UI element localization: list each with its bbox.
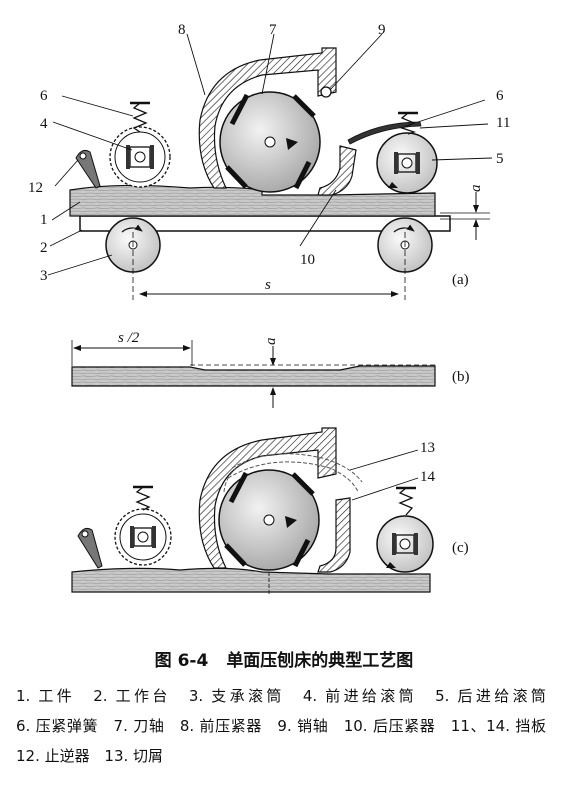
panel-a: s a 8 7 9 6 4 12 1 2 3 bbox=[28, 22, 510, 300]
rear-pressure-bar bbox=[317, 145, 357, 196]
panel-c: 13 14 (c) bbox=[71, 427, 469, 596]
dimension-half-s: s /2 bbox=[118, 330, 140, 346]
figure-title: 单面压刨床的典型工艺图 bbox=[226, 651, 414, 671]
legend-item: 12. 止逆器 bbox=[16, 747, 90, 765]
anti-kickback-device bbox=[75, 150, 101, 189]
callout-6-left: 6 bbox=[40, 88, 48, 104]
legend-item: 7. 刀轴 bbox=[113, 717, 165, 735]
front-pressure-bar-c bbox=[198, 427, 337, 569]
legend-item: 10. 后压紧器 bbox=[343, 717, 436, 735]
panel-b: s /2 a (b) bbox=[71, 330, 470, 408]
rear-feed-roller-c bbox=[376, 515, 434, 573]
front-pressure-bar bbox=[198, 47, 337, 189]
pressure-spring-left-c bbox=[133, 485, 153, 511]
panel-label-c: (c) bbox=[452, 540, 469, 556]
callout-7: 7 bbox=[269, 22, 277, 38]
legend-item: 5. 后进给滚筒 bbox=[435, 687, 546, 705]
figure-number: 图 6-4 bbox=[154, 651, 209, 671]
dimension-s: s bbox=[265, 277, 271, 293]
anti-kickback-device-c bbox=[77, 528, 103, 569]
pressure-spring-right bbox=[398, 111, 418, 135]
pressure-spring-left bbox=[130, 101, 150, 133]
chips bbox=[223, 453, 363, 493]
legend-item: 2. 工作台 bbox=[93, 687, 171, 705]
front-feed-roller-c bbox=[114, 508, 172, 566]
callout-2: 2 bbox=[40, 240, 48, 256]
dimension-a-b: a bbox=[263, 338, 279, 346]
callout-6-right: 6 bbox=[496, 88, 504, 104]
dimension-a: a bbox=[468, 185, 484, 193]
callout-9: 9 bbox=[378, 22, 386, 38]
rear-feed-roller bbox=[376, 132, 438, 194]
callout-11: 11 bbox=[496, 115, 510, 131]
workpiece-profile bbox=[71, 365, 436, 387]
callout-3: 3 bbox=[40, 268, 48, 284]
callout-5: 5 bbox=[496, 151, 504, 167]
callout-1: 1 bbox=[40, 212, 48, 228]
panel-label-b: (b) bbox=[452, 369, 470, 385]
cutterhead-c bbox=[218, 469, 320, 571]
legend-item: 3. 支承滚筒 bbox=[188, 687, 285, 705]
cutterhead bbox=[219, 91, 321, 193]
callout-4: 4 bbox=[40, 116, 48, 132]
figure-caption: 图 6-4 单面压刨床的典型工艺图 bbox=[0, 646, 568, 671]
legend-item: 13. 切屑 bbox=[104, 747, 164, 765]
callout-10: 10 bbox=[300, 252, 315, 268]
baffle-plate bbox=[347, 121, 422, 145]
callout-8: 8 bbox=[178, 22, 186, 38]
figure-legend: 1. 工件 2. 工作台 3. 支承滚筒 4. 前进给滚筒 5. 后进给滚筒 6… bbox=[16, 681, 556, 771]
panel-label-a: (a) bbox=[452, 272, 469, 288]
pressure-spring-right-c bbox=[396, 486, 416, 516]
legend-item: 1. 工件 bbox=[16, 687, 76, 705]
legend-item: 8. 前压紧器 bbox=[179, 717, 263, 735]
workpiece-c bbox=[71, 567, 431, 593]
pin-shaft bbox=[320, 86, 332, 98]
legend-item: 11、14. 挡板 bbox=[450, 717, 546, 735]
process-diagram: s a 8 7 9 6 4 12 1 2 3 bbox=[28, 22, 510, 596]
legend-item: 9. 销轴 bbox=[277, 717, 329, 735]
callout-14: 14 bbox=[420, 469, 436, 485]
baffle-plate-c bbox=[317, 497, 351, 573]
front-feed-roller bbox=[109, 126, 171, 188]
legend-item: 4. 前进给滚筒 bbox=[302, 687, 417, 705]
legend-item: 6. 压紧弹簧 bbox=[16, 717, 99, 735]
callout-12: 12 bbox=[28, 180, 43, 196]
callout-13: 13 bbox=[420, 440, 435, 456]
workpiece bbox=[69, 184, 436, 217]
